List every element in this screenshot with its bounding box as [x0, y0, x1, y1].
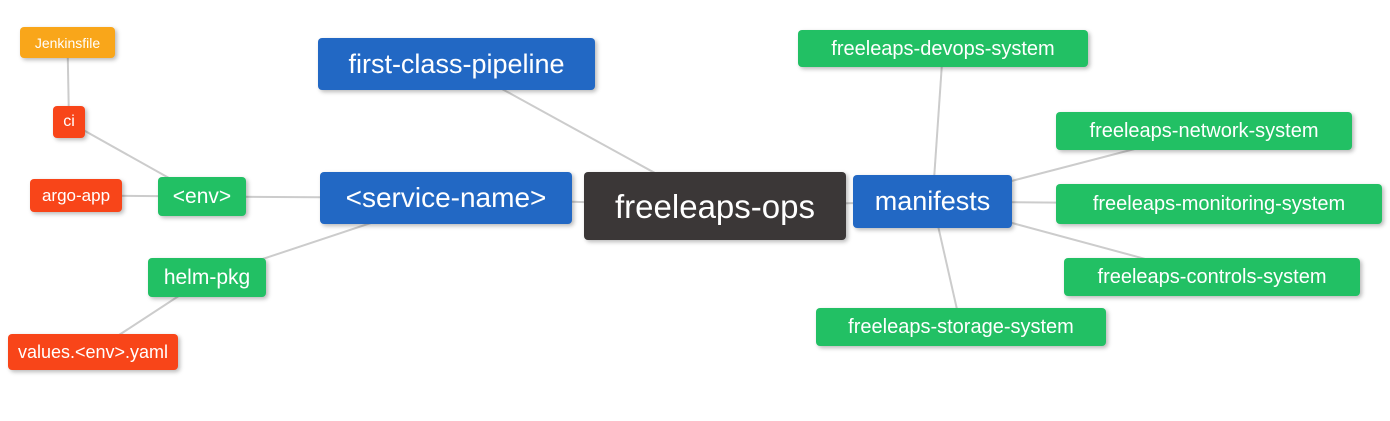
node-jenkinsfile[interactable]: Jenkinsfile — [20, 27, 115, 58]
node-ci[interactable]: ci — [53, 106, 85, 138]
node-storage-system[interactable]: freeleaps-storage-system — [816, 308, 1106, 346]
node-values-env-yaml[interactable]: values.<env>.yaml — [8, 334, 178, 370]
node-manifests[interactable]: manifests — [853, 175, 1012, 228]
node-monitoring-system[interactable]: freeleaps-monitoring-system — [1056, 184, 1382, 224]
node-first-class-pipeline[interactable]: first-class-pipeline — [318, 38, 595, 90]
node-helm-pkg[interactable]: helm-pkg — [148, 258, 266, 297]
node-controls-system[interactable]: freeleaps-controls-system — [1064, 258, 1360, 296]
node-env[interactable]: <env> — [158, 177, 246, 216]
node-freeleaps-ops[interactable]: freeleaps-ops — [584, 172, 846, 240]
node-argo-app[interactable]: argo-app — [30, 179, 122, 212]
node-service-name[interactable]: <service-name> — [320, 172, 572, 224]
node-network-system[interactable]: freeleaps-network-system — [1056, 112, 1352, 150]
node-devops-system[interactable]: freeleaps-devops-system — [798, 30, 1088, 67]
